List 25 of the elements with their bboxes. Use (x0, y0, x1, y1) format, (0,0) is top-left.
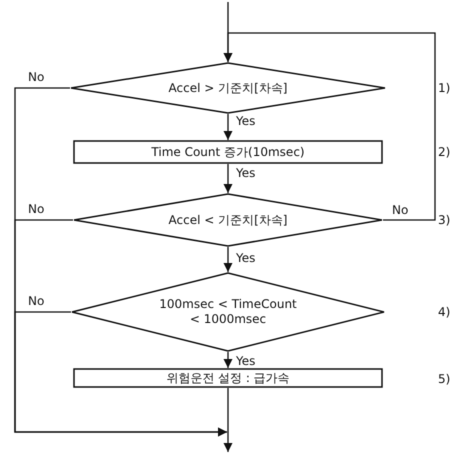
step-number: 2) (438, 145, 450, 159)
node-text: Time Count 증가(10msec) (151, 144, 305, 160)
edge-label: Yes (236, 114, 256, 128)
step-number: 4) (438, 305, 450, 319)
node-text: Accel < 기준치[차속] (168, 212, 288, 228)
node-text: 위험운전 설정 : 급가속 (166, 370, 290, 386)
arrow (223, 114, 233, 140)
step-number: 1) (438, 81, 450, 95)
edge-label: Yes (236, 251, 256, 265)
arrow (223, 388, 233, 452)
step-number: 3) (438, 213, 450, 227)
edge-label: No (28, 202, 44, 216)
edge-label: Yes (236, 354, 256, 368)
arrow (223, 247, 233, 272)
step-number: 5) (438, 372, 450, 386)
edge-label: No (392, 203, 408, 217)
arrow (223, 164, 233, 193)
arrow (223, 32, 436, 221)
node-text: Accel > 기준치[차속] (168, 80, 288, 96)
edge-label: No (28, 70, 44, 84)
edge-label: No (28, 294, 44, 308)
node-text: 100msec < TimeCount < 1000msec (158, 297, 298, 327)
arrow (14, 311, 227, 437)
edge-label: Yes (236, 166, 256, 180)
arrow (223, 352, 233, 368)
